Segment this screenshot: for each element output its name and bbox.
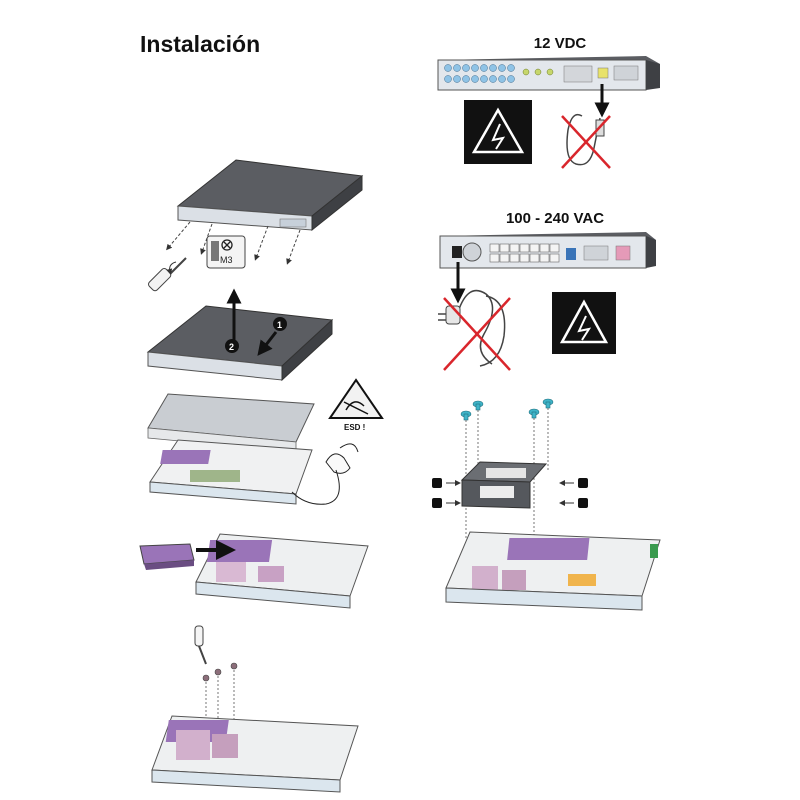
page-title: Instalación (140, 31, 261, 57)
bracket-screws (460, 398, 554, 540)
bracket-recorder-open (445, 531, 661, 611)
dc-section-heading: 12 VDC (533, 35, 587, 52)
dc-cable-icon (561, 113, 611, 169)
power-plug-icon (438, 289, 511, 371)
warning-lightning-icon (464, 100, 532, 164)
step3-open-recorder: ESD ! (147, 378, 384, 505)
callout-2-badge (225, 339, 239, 353)
ac-section-heading: 100 - 240 VAC (505, 210, 605, 227)
esd-icon (328, 378, 384, 419)
ac-recorder-rear (439, 232, 656, 304)
wrist-strap-icon (291, 443, 359, 505)
mounting-bracket-icon (460, 461, 548, 509)
rubber-grommet-icon (432, 478, 588, 508)
dc-recorder-rear (437, 56, 660, 118)
screw-size-label: M3 (220, 255, 233, 265)
screw-icon (206, 235, 246, 269)
step5-secure-drive (151, 625, 359, 793)
ssd-drive-icon (139, 543, 195, 570)
esd-label: ESD ! (344, 423, 365, 432)
step4-insert-drive (139, 533, 369, 609)
screwdriver-icon (148, 257, 187, 292)
warning-lightning-icon (552, 292, 616, 354)
callout-1-label: 1 (277, 320, 282, 330)
screw-set (202, 662, 238, 682)
callout-1-badge (273, 317, 287, 331)
screwdriver-icon (194, 625, 207, 665)
callout-2-label: 2 (229, 342, 234, 352)
step1-closed-recorder: M3 (148, 159, 364, 292)
step2-slide-cover: 1 2 (146, 288, 334, 382)
screw-removal-arrows (166, 221, 301, 265)
